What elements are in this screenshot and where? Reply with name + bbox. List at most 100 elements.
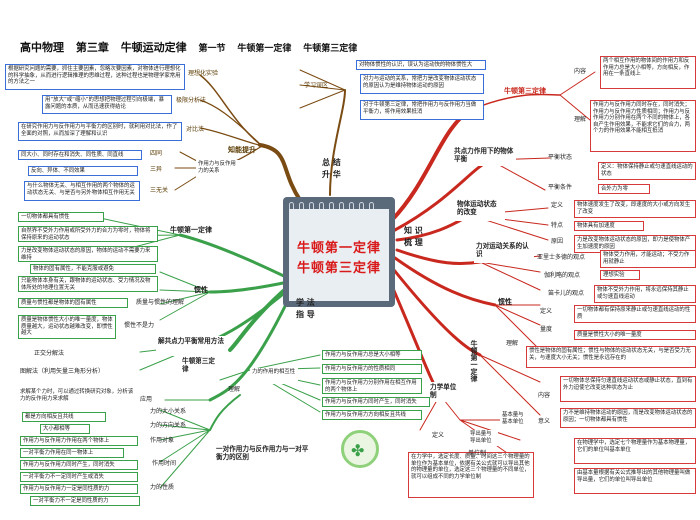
header-title: 高中物理: [20, 41, 64, 54]
lb-c2-box: 大小都相等: [40, 424, 90, 434]
four-same-box: 同大小、同时存在和消失、同性质、同直线: [18, 150, 142, 160]
lb-newton3-label: 牛顿第三定律: [180, 356, 222, 378]
page-header: 高中物理 第三章 牛顿运动定律 第一节 牛顿第一定律 牛顿第三定律: [20, 39, 365, 55]
feature-label: 特点: [551, 222, 564, 229]
calendar-card: 牛顿第一定律 牛顿第三定律: [289, 209, 389, 301]
header-section-1: 牛顿第一定律: [237, 44, 292, 54]
mistake-2-box: 对力与运动的关系，常把力是改变物体运动状态的原因认为是维持物体运动的原因: [360, 74, 484, 94]
descartes-box: 物体不受外力作用，将永远保持其静止或匀速直线运动: [594, 285, 696, 303]
content2-label: 内容: [538, 392, 551, 399]
three-diff-box: 反向、异体、不同效果: [28, 166, 138, 176]
derived-box: 由基本量根据有关公式推导出的其他物理量叫做导出量，它们的单位叫导出单位: [574, 468, 696, 494]
def-label: 定义: [551, 202, 564, 209]
inertia-label: 惯性: [498, 298, 512, 306]
lb-i-rel-label: 质量与惯性的理解: [136, 299, 185, 306]
hub-xuefa: 学 法: [296, 298, 315, 307]
four-same-label: 四同: [150, 150, 163, 157]
hub-zongjie: 总 结: [322, 158, 341, 167]
branch-zhineng-sub: [199, 74, 263, 147]
lb-n1a-box: 一切物体都具有惯性: [18, 212, 104, 222]
lb-c3-box: 作用力与反作用力作用在两个物体上: [20, 436, 138, 446]
lb-newton1-label: 牛顿第一定律: [170, 226, 212, 234]
inertia-u-box: 惯性是物体的固有属性；惯性与物体的运动状态无关，与是否受力无关，与速度大小无关；…: [526, 346, 696, 368]
lb-p5-box: 作用力与反作用力方向相反且共线: [322, 410, 422, 420]
pair-label: 作用力与反作用力的关系: [196, 160, 240, 182]
lb-i3-box: 质量与惯性都是物体的固有属性: [18, 298, 128, 308]
understand-box: 作用力与反作用力同时存在，同时消失；作用力与反作用力性质相同；作用力与反作用力分…: [590, 100, 696, 152]
def3-label: 定义: [432, 432, 445, 439]
balance-state-label: 平衡状态: [548, 154, 573, 161]
lb-obj-label: 作用对象: [150, 437, 175, 444]
newton1-label: 牛顿第一定律: [470, 340, 478, 382]
header-chapter-title: 牛顿运动定律: [120, 41, 187, 54]
lb-pair-label: 力的作用的相互性: [250, 368, 298, 384]
mistake-3-box: 对于牛顿第三定律，常把作用力与反作用力当做平衡力，将作用效果抵消: [360, 100, 484, 120]
reason-label: 原因: [551, 238, 564, 245]
three-none-label: 三无关: [150, 187, 169, 194]
branch-zhineng: [258, 143, 302, 202]
ideal-exp-box: 根据研究问题的需要，抓住主要因素，忽略次要因素，对物体进行理想化的科学抽象，从而…: [5, 64, 185, 90]
hub-shenghua: 升 华: [322, 170, 341, 179]
lb-c7-box: 作用力与反作用力一定是同性质的力: [20, 484, 138, 494]
lb-dir-label: 力的方向关系: [150, 422, 187, 429]
limit-label: 极限分析法: [176, 97, 207, 104]
lb-apply-label: 应用: [140, 396, 153, 403]
lb-i-not-force-label: 惯性不是力: [124, 322, 155, 329]
newton3-label: 牛顿第三定律: [504, 87, 546, 95]
meaning-label: 意义: [538, 418, 551, 425]
content2-box: 一切物体总保持匀速直线运动状态或静止状态，直到有外力迫使它改变这种状态为止: [560, 376, 696, 402]
aristotle-label: 亚里士多德的观点: [537, 254, 586, 261]
balance-cond-box: 合外力为零: [598, 184, 650, 194]
branch-xuefa: [228, 283, 292, 352]
lb-c8-box: 一对平衡力不一定是同性质的力: [30, 496, 140, 506]
limit-box: 用“放大”或“缩小”的思想把物理过程引向极端，暴露问题的本质，从而迅速获得结论: [42, 95, 172, 114]
three-none-box: 与什么物体无关、与相互作用的两个物体的运动状态无关、与是否与另外物体相互作用无关: [24, 181, 140, 201]
ideal-exp-label: 理想化实验: [188, 70, 219, 77]
zhineng-label: 知能提升: [228, 146, 256, 154]
contrast-box: 在研究作用力与反作用力与平衡力的区别时，就利用对比法，作了全面的对照，从而加深了…: [18, 122, 182, 141]
lb-n1c-box: 力是改变物体运动状态的原因，物体的运动不需要力来维持: [18, 246, 158, 262]
lb-inertia-label: 惯性: [194, 286, 208, 294]
force-unit-label: 力学单位制: [428, 382, 462, 402]
si-label: 单位制: [468, 450, 487, 457]
measure-label: 量度: [540, 326, 553, 333]
lb-apply-box: 求解某个力时，可以通过转换研究对象，分析该力的反作用力来求解: [18, 388, 136, 404]
lb-c4-box: 一对平衡力作用在同一物体上: [20, 448, 124, 458]
lb-p3-box: 作用力与反作用力分别作用在相互作用的两个物体上: [322, 378, 422, 394]
lb-compare-label: 一对作用力与反作用力与一对平衡力的区别: [214, 444, 312, 464]
clover-badge-icon: ✤: [341, 430, 379, 468]
three-diff-label: 三异: [150, 166, 163, 173]
lb-understand-label: 理解: [228, 386, 241, 393]
meaning-box: 力不是维持物体运动的原因，而是改变物体运动状态的原因；一切物体都具有惯性: [560, 408, 696, 428]
header-section-2: 牛顿第三定律: [303, 44, 358, 54]
feature-box: 物体具有加速度: [574, 221, 644, 231]
lb-size-label: 力的大小关系: [150, 408, 187, 415]
derived-label: 导出量与导出单位: [468, 430, 498, 446]
contrast-label: 对比法: [186, 126, 205, 133]
content-label: 内容: [574, 68, 587, 75]
base-unit-label: 基本量与基本单位: [500, 411, 530, 427]
inertia-u-label: 理解: [506, 340, 519, 347]
lb-s1: 正交分解法: [34, 350, 65, 357]
header-chapter: 第三章: [75, 41, 109, 54]
center-line-1: 牛顿第一定律: [296, 241, 381, 256]
measure-box: 质量是惯性大小的唯一量度: [574, 330, 696, 340]
lb-c6-box: 一对平衡力不一定同时产生或消失: [20, 472, 138, 482]
balance-cond-label: 平衡条件: [548, 184, 573, 191]
lb-c5-box: 作用力与反作用力同时产生，同时消失: [20, 460, 138, 470]
lb-p4-box: 作用力与反作用力同时产生，同时消失: [322, 397, 430, 407]
header-section: 第一节: [198, 44, 226, 54]
force-motion-label: 力对运动关系的认识: [474, 241, 534, 263]
understand-label: 理解: [574, 116, 587, 123]
balance-state-box: 定义：物体保持静止或匀速直线运动的状态: [598, 162, 696, 180]
def-box: 物体速度发生了改变，即速度的大小或方向发生了改变: [574, 200, 696, 218]
aristotle-box: 物体受力作用，才能运动；不受力作用就静止: [600, 250, 696, 268]
def3-box: 在力学中，选定长度、质量、时间这三个物理量的单位作为基本单位，依据有关公式就可以…: [408, 452, 534, 498]
lb-p2-box: 作用力与反作用力的性质相同: [322, 364, 422, 374]
lb-n1b-box: 自然界不受外力作用或所受外力的合力为零时，物体将保持原来的运动状态: [18, 226, 158, 242]
lb-time-label: 作用时间: [152, 460, 177, 467]
mistakes-label: 学习误区: [304, 82, 329, 89]
lb-i2-box: 只能物体本身有关，跟物体的运动状态、受力情况及物体所处的地理位置无关: [18, 276, 158, 292]
galileo-label: 伽利略的观点: [544, 272, 581, 279]
descartes-label: 笛卡儿的观点: [548, 290, 585, 297]
